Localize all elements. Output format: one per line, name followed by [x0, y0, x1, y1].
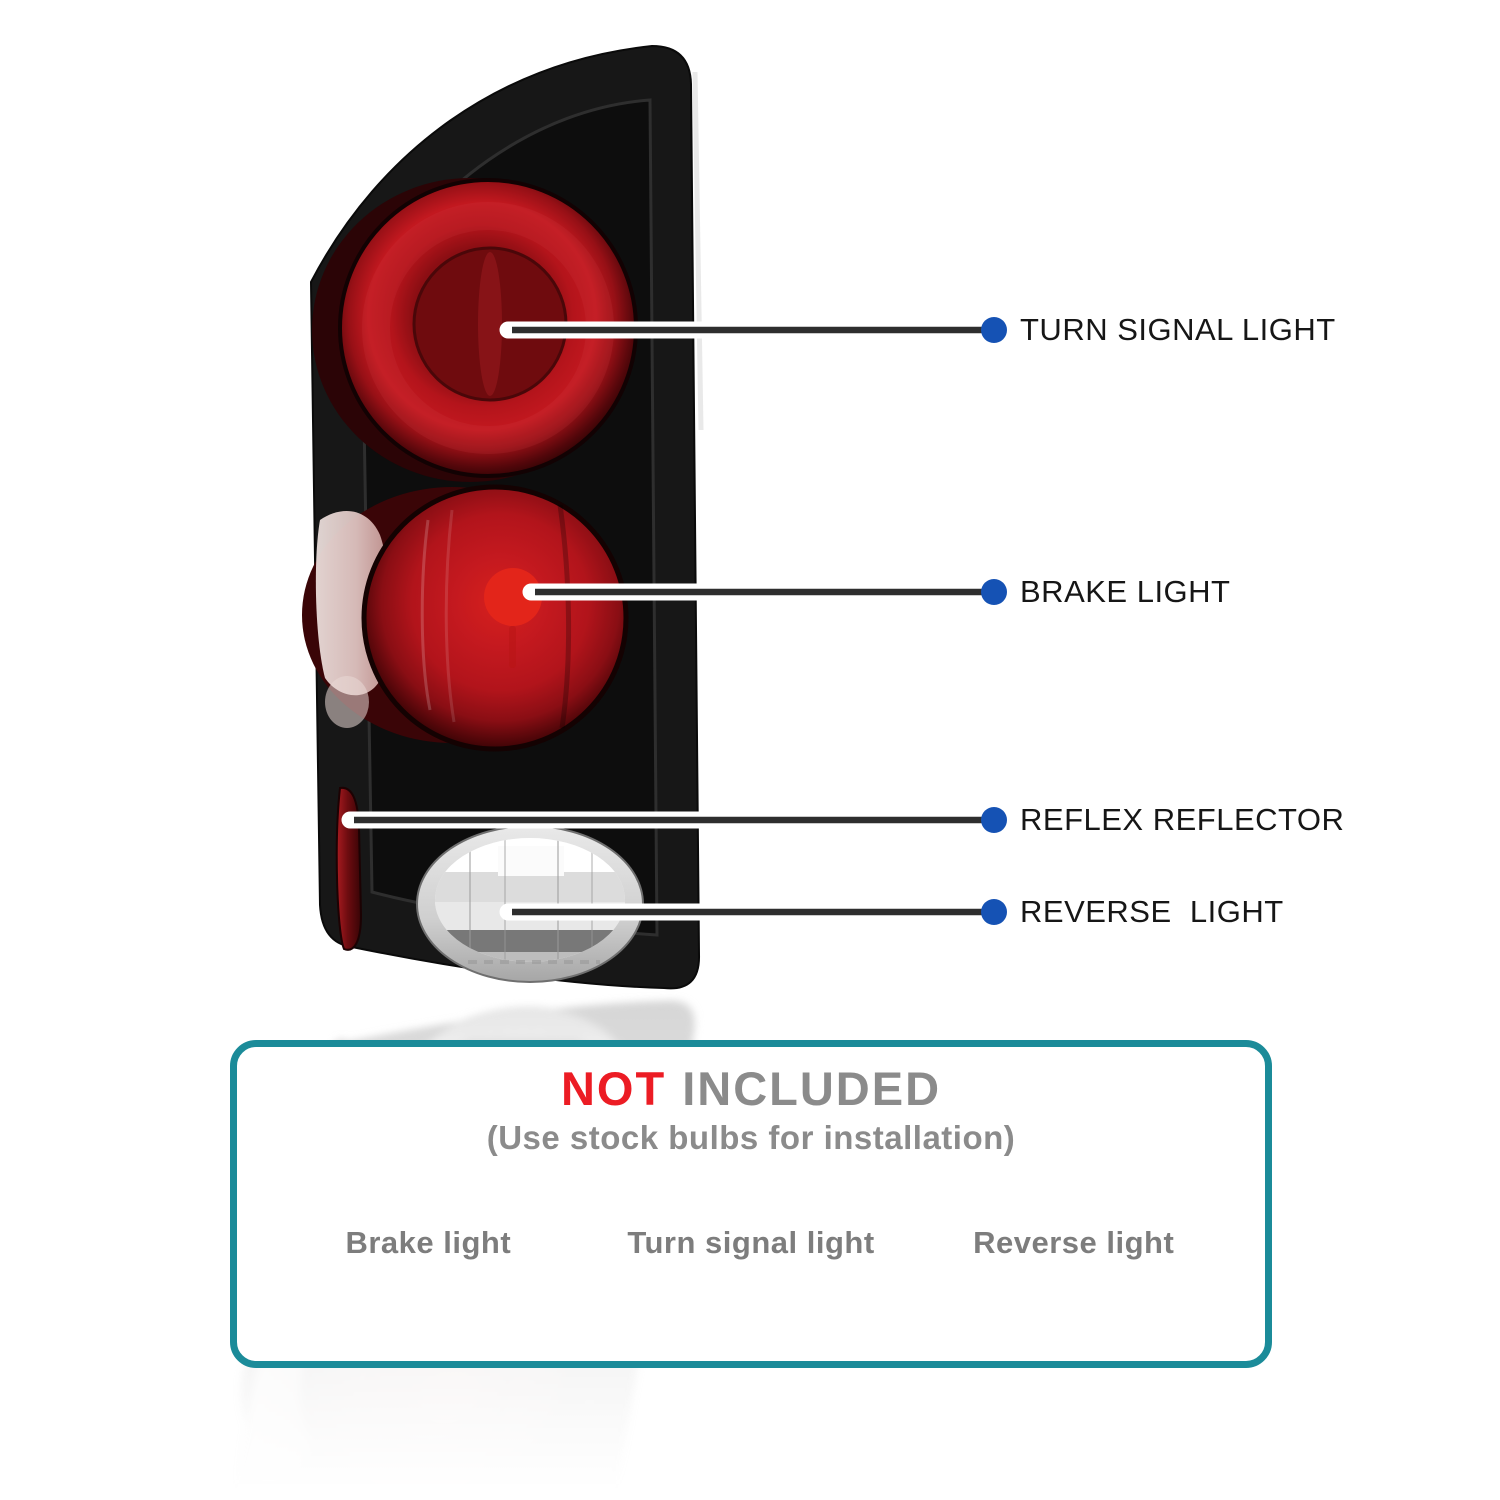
bulb-list: Brake light Turn signal light Reverse li…	[267, 1225, 1235, 1261]
callout-brake: BRAKE LIGHT	[981, 572, 1231, 612]
bulb-item-brake: Brake light	[345, 1225, 512, 1260]
callout-turn-signal: TURN SIGNAL LIGHT	[981, 310, 1336, 350]
callout-label: REFLEX REFLECTOR	[1020, 802, 1345, 837]
callout-lines	[341, 321, 994, 921]
not-included-title-included: INCLUDED	[682, 1062, 942, 1115]
callout-dot-icon	[981, 579, 1007, 605]
callout-dot-icon	[981, 899, 1007, 925]
not-included-panel: NOT INCLUDED (Use stock bulbs for install…	[230, 1040, 1272, 1368]
bulb-item-turn-signal: Turn signal light	[627, 1225, 875, 1260]
callout-label: REVERSE LIGHT	[1020, 894, 1284, 929]
not-included-title: NOT INCLUDED	[237, 1061, 1265, 1116]
turn-signal-lens	[312, 178, 638, 482]
callout-reverse: REVERSE LIGHT	[981, 892, 1284, 932]
not-included-subtitle: (Use stock bulbs for installation)	[486, 1119, 1016, 1156]
tail-light	[302, 44, 704, 990]
brake-bulb	[484, 568, 542, 626]
bulb-item-reverse: Reverse light	[973, 1225, 1175, 1260]
callout-label: TURN SIGNAL LIGHT	[1020, 312, 1336, 347]
callout-label: BRAKE LIGHT	[1020, 574, 1231, 609]
callout-dot-icon	[981, 317, 1007, 343]
callout-reflex: REFLEX REFLECTOR	[981, 800, 1344, 840]
not-included-title-not: NOT	[560, 1062, 667, 1115]
lens-edge-highlight	[692, 71, 704, 431]
callout-dot-icon	[981, 807, 1007, 833]
brake-lens	[302, 484, 629, 752]
